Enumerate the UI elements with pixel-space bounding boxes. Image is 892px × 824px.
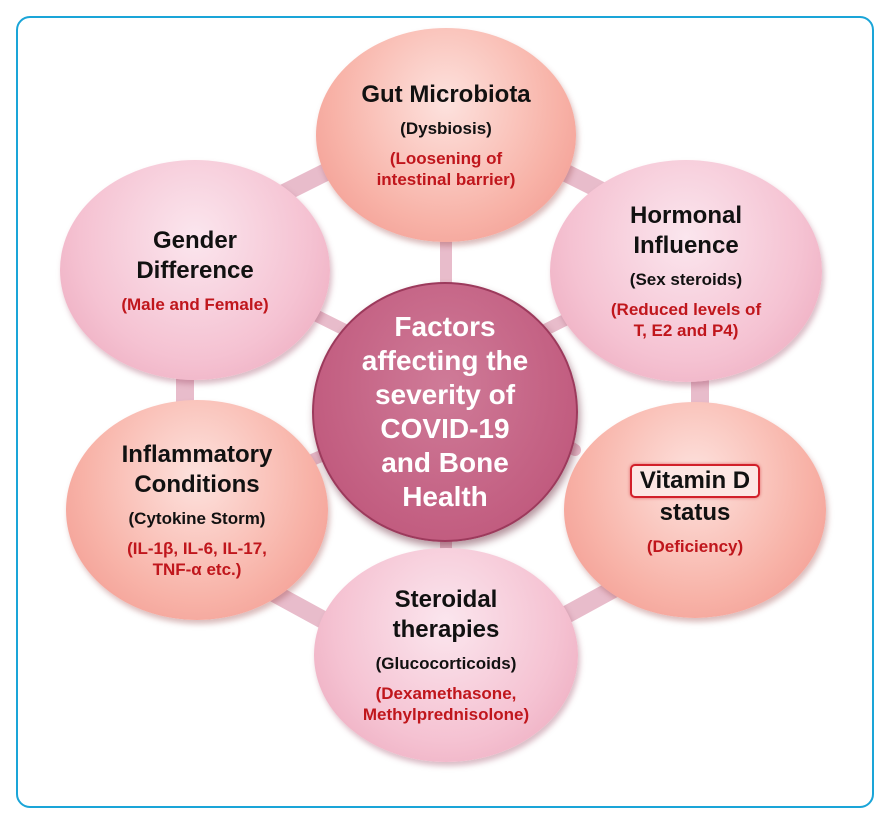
node-title: Vitamin D status — [629, 463, 761, 528]
node-title: Inflammatory Conditions — [121, 441, 273, 498]
node-subtitle: (Dysbiosis) — [400, 119, 492, 138]
center-line: severity of — [374, 379, 516, 410]
node-steroidal-therapies: Steroidal therapies (Glucocorticoids) (D… — [314, 548, 578, 762]
node-title: Steroidal therapies — [392, 586, 500, 643]
center-line: Factors — [394, 311, 496, 342]
node-title: Gut Microbiota — [361, 81, 531, 108]
vitamin-d-highlight: Vitamin D — [629, 463, 761, 498]
node-detail: (Male and Female) — [121, 294, 269, 314]
center-line: Health — [402, 481, 488, 512]
node-subtitle: (Glucocorticoids) — [375, 654, 517, 673]
node-detail: (Reduced levels of T, E2 and P4) — [610, 300, 762, 340]
node-detail: (Loosening of intestinal barrier) — [376, 149, 516, 189]
node-detail: (Deficiency) — [646, 536, 744, 556]
center-node: Factors affecting the severity of COVID-… — [312, 282, 578, 542]
node-gut-microbiota: Gut Microbiota (Dysbiosis) (Loosening of… — [316, 28, 576, 242]
node-title: Gender Difference — [136, 226, 254, 284]
center-line: affecting the — [361, 345, 529, 376]
node-subtitle: (Sex steroids) — [629, 270, 743, 289]
node-vitamin-d: Vitamin D status (Deficiency) — [564, 402, 826, 618]
node-title: Hormonal Influence — [629, 202, 742, 259]
node-gender-difference: Gender Difference (Male and Female) — [60, 160, 330, 380]
node-detail: (IL-1β, IL-6, IL-17, TNF-α etc.) — [127, 539, 267, 579]
node-inflammatory-conditions: Inflammatory Conditions (Cytokine Storm)… — [66, 400, 328, 620]
node-subtitle: (Cytokine Storm) — [128, 509, 266, 528]
center-line: COVID-19 — [380, 413, 510, 444]
node-hormonal-influence: Hormonal Influence (Sex steroids) (Reduc… — [550, 160, 822, 382]
center-line: and Bone — [381, 447, 509, 478]
node-detail: (Dexamethasone, Methylprednisolone) — [362, 684, 530, 724]
